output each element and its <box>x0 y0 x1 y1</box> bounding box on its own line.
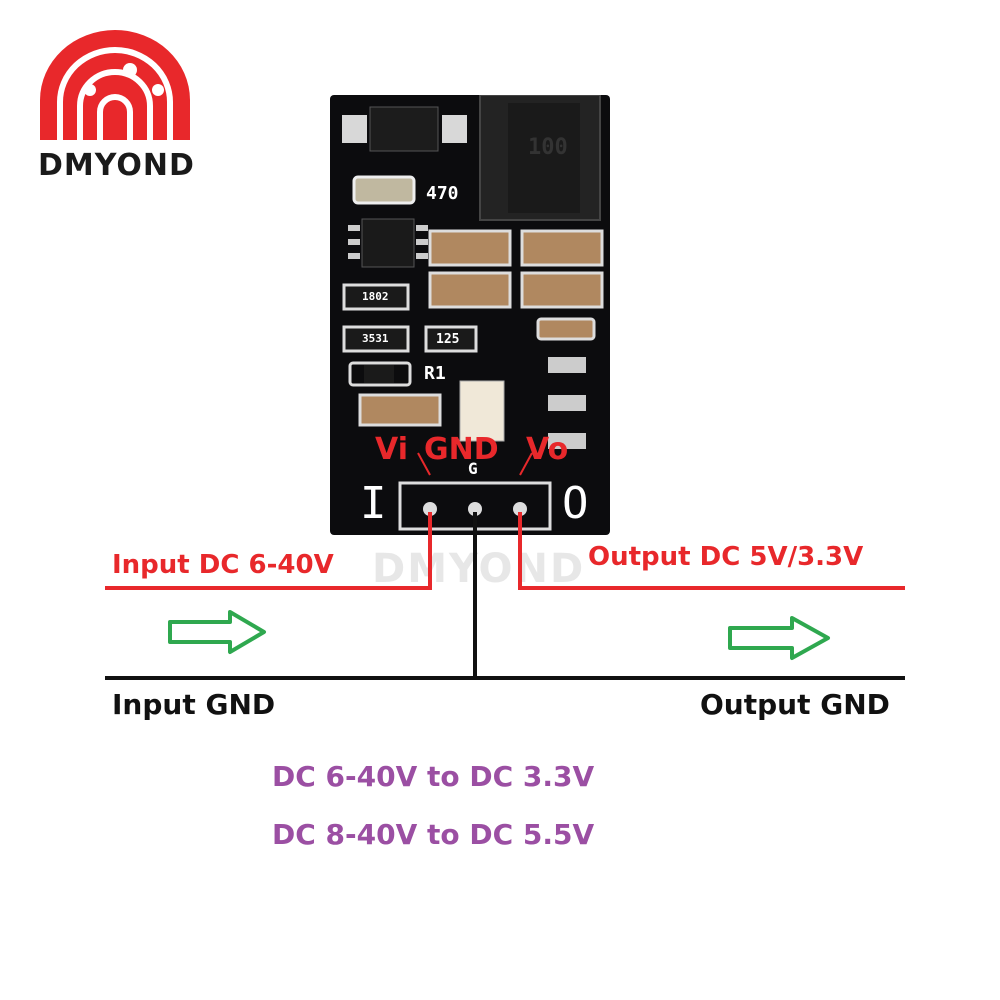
inductor-mark: 100 <box>528 135 568 160</box>
brand-logo-icon <box>40 30 190 140</box>
board-letter-output: O <box>562 478 589 529</box>
board-letter-input: I <box>360 478 387 529</box>
silk-470: 470 <box>426 183 459 204</box>
brand-name: DMYOND <box>38 148 195 183</box>
pin-label-vo: Vo <box>526 432 569 467</box>
spec-line-1: DC 6-40V to DC 3.3V <box>272 760 595 793</box>
input-label: Input DC 6-40V <box>112 550 334 580</box>
output-arrow-icon <box>728 616 830 660</box>
pin-label-vi: Vi <box>375 432 408 467</box>
pcb-components <box>342 95 604 531</box>
input-gnd-label: Input GND <box>112 688 276 721</box>
brand-logo <box>30 30 200 190</box>
silk-gnd-mark: G <box>468 459 478 478</box>
spec-line-2: DC 8-40V to DC 5.5V <box>272 818 595 851</box>
watermark: DMYOND <box>372 546 586 592</box>
silk-1802: 1802 <box>362 290 389 303</box>
output-gnd-label: Output GND <box>700 688 890 721</box>
input-arrow-icon <box>168 610 266 654</box>
pcb-board: 100 470 1802 3531 125 R1 G <box>330 95 610 535</box>
output-label: Output DC 5V/3.3V <box>588 542 864 572</box>
silk-r1: R1 <box>424 363 446 384</box>
silk-125: 125 <box>436 332 460 347</box>
silk-3531: 3531 <box>362 332 389 345</box>
pin-label-gnd: GND <box>424 432 499 467</box>
